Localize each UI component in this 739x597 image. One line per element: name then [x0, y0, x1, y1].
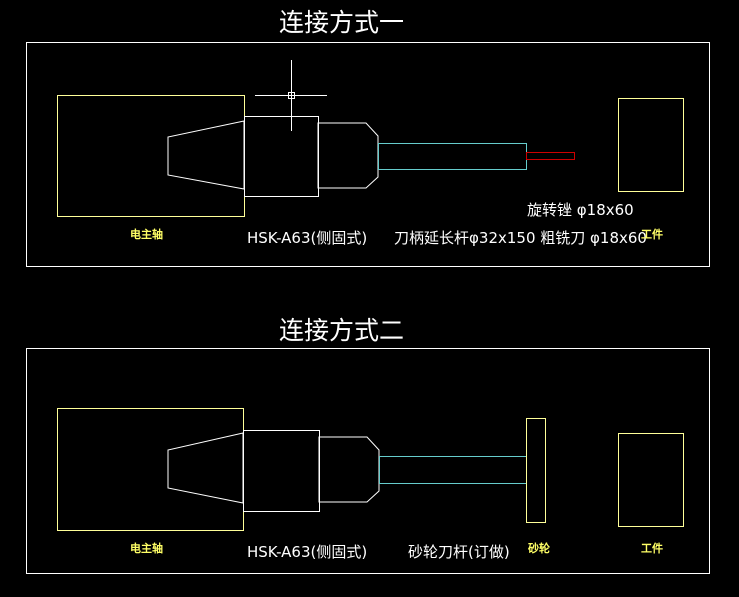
wheel-label: 砂轮 [528, 542, 550, 555]
tool-holder [244, 116, 319, 197]
spindle-body [57, 408, 244, 531]
holder-label: HSK-A63(侧固式) [247, 229, 368, 247]
tool-label: 刀柄延长杆φ32x150 粗铣刀 φ18x60 [394, 229, 647, 247]
workpiece-label: 工件 [641, 542, 663, 555]
holder-nose [318, 436, 380, 503]
holder-nose [317, 122, 379, 189]
holder-label: HSK-A63(侧固式) [247, 543, 368, 561]
spindle-label: 电主轴 [130, 542, 163, 555]
grinding-wheel [526, 418, 546, 523]
spindle-taper [167, 432, 244, 504]
crosshair-cursor [255, 60, 327, 131]
grinding-arbor [379, 456, 527, 484]
diagram-2-title: 连接方式二 [279, 316, 405, 345]
workpiece-2 [618, 433, 684, 527]
workpiece-1 [618, 98, 684, 192]
spindle-body [57, 95, 245, 217]
extension-bar [378, 143, 527, 170]
diagram-1 [26, 42, 710, 267]
spindle-label: 电主轴 [130, 228, 163, 241]
diagram-1-title: 连接方式一 [279, 8, 405, 37]
rotary-file-label: 旋转锉 φ18x60 [527, 201, 634, 219]
diagram-1-frame [26, 42, 710, 267]
workpiece-label: 工件 [641, 228, 663, 241]
tool-holder [243, 430, 320, 512]
arbor-label: 砂轮刀杆(订做) [408, 543, 510, 561]
diagram-2 [26, 348, 710, 574]
cutter [526, 152, 575, 160]
spindle-taper [167, 120, 245, 190]
diagram-2-frame [26, 348, 710, 574]
